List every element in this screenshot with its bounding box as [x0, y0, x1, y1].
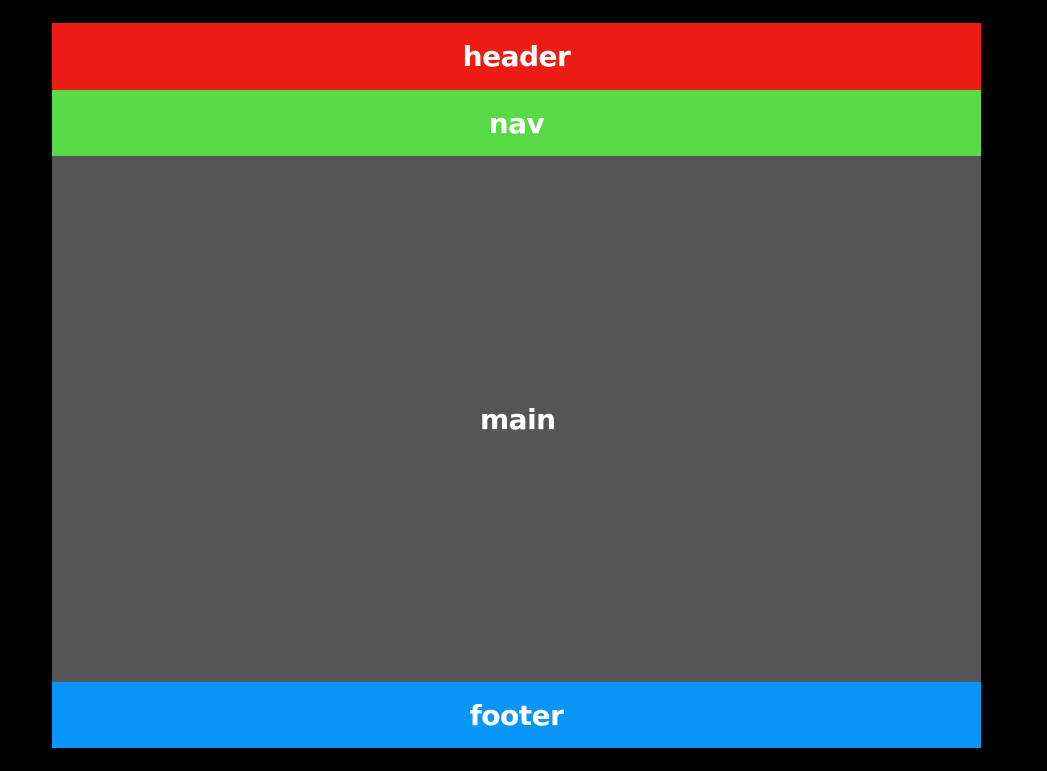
main-region: main [52, 156, 981, 682]
header-label: header [462, 40, 571, 73]
nav-region: nav [52, 90, 981, 156]
footer-label: footer [469, 698, 564, 732]
page-layout: header nav main footer [52, 23, 981, 748]
nav-label: nav [488, 106, 545, 140]
footer-region: footer [52, 682, 981, 748]
header-region: header [52, 23, 981, 90]
main-label: main [480, 402, 556, 436]
